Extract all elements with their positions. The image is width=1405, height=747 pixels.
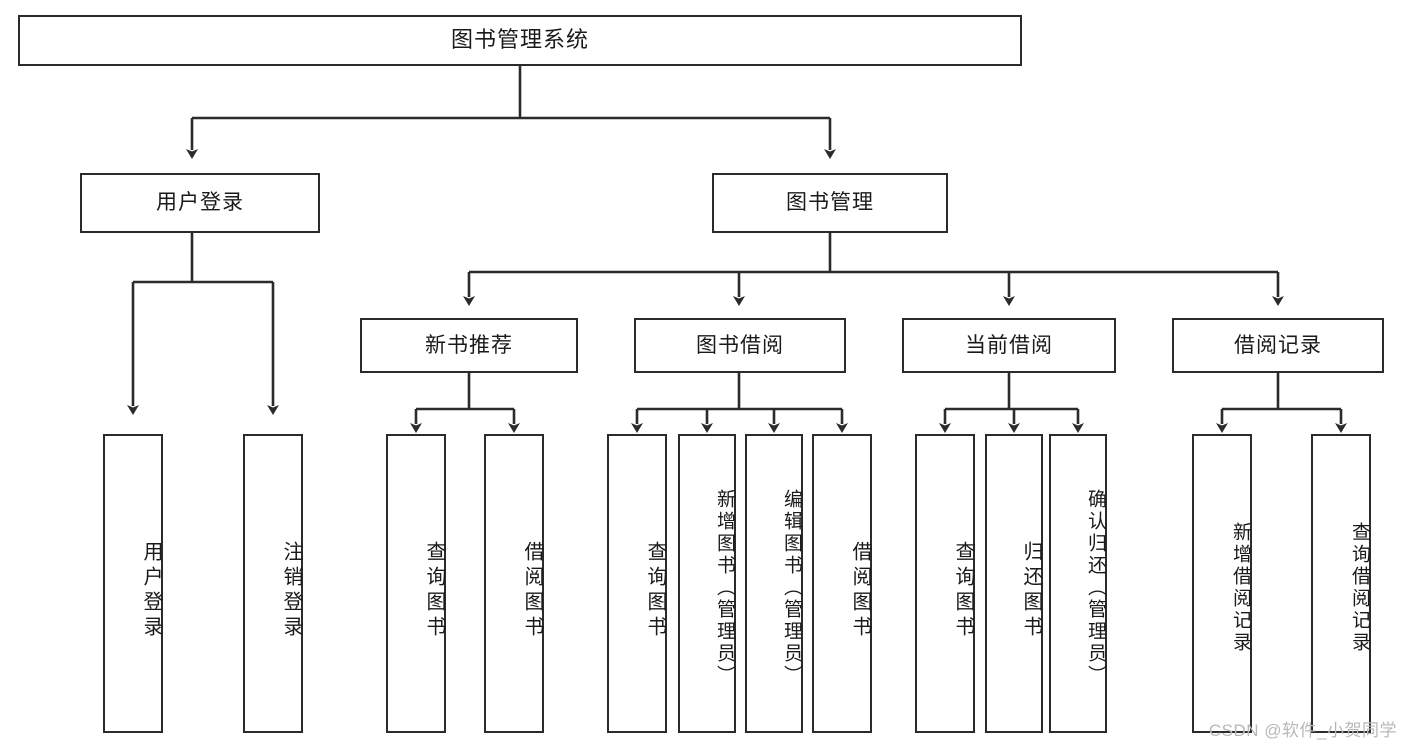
node-root-book-management-system[interactable]: 图书管理系统 [18, 15, 1022, 66]
node-new-book-recommendation[interactable]: 新书推荐 [360, 318, 578, 373]
csdn-watermark: CSDN @软件_小贺同学 [1208, 721, 1397, 740]
node-current-borrow[interactable]: 当前借阅 [902, 318, 1116, 373]
node-leaf-query-borrow-record[interactable]: 查询借阅记录 [1311, 434, 1371, 733]
node-leaf-query-book-borrow[interactable]: 查询图书 [607, 434, 667, 733]
node-leaf-borrow-book-recommend[interactable]: 借阅图书 [484, 434, 544, 733]
node-leaf-query-book-current[interactable]: 查询图书 [915, 434, 975, 733]
node-leaf-return-book[interactable]: 归还图书 [985, 434, 1043, 733]
node-user-login[interactable]: 用户登录 [80, 173, 320, 233]
node-leaf-logout-login[interactable]: 注销登录 [243, 434, 303, 733]
node-leaf-query-book-recommend[interactable]: 查询图书 [386, 434, 446, 733]
node-leaf-confirm-return-admin[interactable]: 确认归还（管理员） [1049, 434, 1107, 733]
node-leaf-edit-book-admin[interactable]: 编辑图书（管理员） [745, 434, 803, 733]
node-book-management[interactable]: 图书管理 [712, 173, 948, 233]
node-leaf-add-borrow-record[interactable]: 新增借阅记录 [1192, 434, 1252, 733]
node-book-borrow[interactable]: 图书借阅 [634, 318, 846, 373]
node-leaf-borrow-book[interactable]: 借阅图书 [812, 434, 872, 733]
node-borrow-record[interactable]: 借阅记录 [1172, 318, 1384, 373]
node-leaf-user-login[interactable]: 用户登录 [103, 434, 163, 733]
node-leaf-add-book-admin[interactable]: 新增图书（管理员） [678, 434, 736, 733]
